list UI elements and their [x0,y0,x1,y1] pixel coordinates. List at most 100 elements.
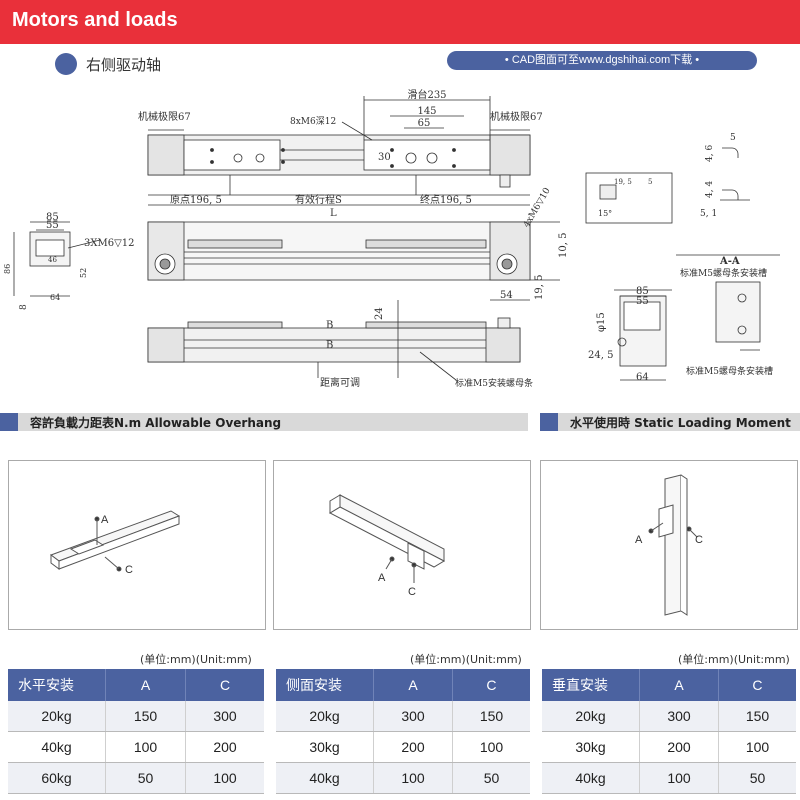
overhang-section-bar: 容許負載力距表N.m Allowable Overhang [0,413,528,431]
table-cell: 150 [452,701,530,732]
label-c-3: C [695,534,703,546]
dim-5-a: 5 [730,133,736,143]
table-header: A [105,669,186,701]
bottom-view [147,300,521,381]
static-vertical-panel: A C [540,460,798,630]
table-header: 水平安装 [8,669,106,701]
table-cell: 100 [185,762,264,794]
dim-19-5-detail: 19, 5 [614,178,632,186]
table-header: C [452,669,530,701]
section-b-bottom: B [326,340,333,351]
table-cell: 100 [718,731,796,763]
table-row: 60kg 50 100 [8,762,264,794]
dim-24: 24 [374,307,385,320]
dim-4-4: 4, 4 [705,181,715,198]
dim-52: 52 [79,268,88,278]
table-cell: 40kg [276,762,374,794]
length-label: L [330,208,337,219]
origin-label: 原点196, 5 [170,194,222,206]
dim-46: 46 [48,256,57,264]
dim-65: 65 [418,118,431,129]
overhang-section-title: 容許負載力距表N.m Allowable Overhang [30,416,282,430]
table-cell: 50 [452,762,530,794]
overhang-side-panel: A C [273,460,531,630]
side-mount-table: 侧面安装 A C 20kg 300 150 30kg 200 100 40kg … [276,669,530,794]
dim-55-left: 55 [46,220,59,231]
adjustable-distance: 距离可调 [320,376,360,389]
table-row: 20kg 300 150 [542,701,796,732]
table-row: 40kg 100 50 [276,762,530,794]
table-cell: 300 [185,701,264,732]
table-cell: 40kg [542,762,640,794]
table-row: 20kg 300 150 [276,701,530,732]
table-row: 40kg 100 200 [8,731,264,763]
page-title: Motors and loads [12,9,178,31]
table-cell: 20kg [276,701,374,732]
stroke-label: 有效行程S [295,193,342,206]
mech-limit-left: 机械极限67 [138,110,191,123]
label-c-1: C [125,564,133,576]
dim-phi15: φ15 [596,312,607,332]
section-marker-icon [0,413,18,431]
table-header: A [373,669,453,701]
unit-label-3: (单位:mm)(Unit:mm) [678,653,790,666]
front-view [147,221,560,301]
table-header: 侧面安装 [276,669,374,701]
label-a-1: A [101,514,109,526]
table-cell: 150 [718,701,796,732]
dim-54: 54 [500,290,513,301]
dim-85-right: 85 [636,286,649,297]
subheader-label: 右侧驱动轴 [86,56,162,74]
table-header: 垂直安装 [542,669,640,701]
label-c-2: C [408,586,416,598]
dim-24-5: 24, 5 [588,350,613,361]
mech-limit-right: 机械极限67 [490,110,543,123]
dim-4-6: 4, 6 [705,145,715,162]
nut-strip-bottom: 标准M5安装螺母条 [455,377,533,389]
vertical-mount-table: 垂直安装 A C 20kg 300 150 30kg 200 100 40kg … [542,669,796,794]
dim-5-b: 5 [648,178,652,186]
cad-download-note[interactable]: • CAD图面可至www.dgshihai.com下载 • [447,51,757,70]
nut-slot-top: 标准M5螺母条安装槽 [680,267,767,279]
static-section-bar: 水平使用時 Static Loading Moment [540,413,800,431]
label-a-2: A [378,572,386,584]
left-end-view [13,221,101,297]
dim-64-left: 64 [50,293,60,302]
bullet-icon [55,53,77,75]
dim-5-1: 5, 1 [700,209,717,219]
holes-note: 8xM6深12 [290,116,336,127]
dim-55-right: 55 [636,296,649,307]
table-cell: 60kg [8,762,106,794]
end-label: 终点196, 5 [420,193,472,206]
table-row: 30kg 200 100 [542,731,796,763]
dim-30: 30 [378,152,391,163]
right-holes-note: 4xM6▽10 [522,186,553,229]
table-cell: 100 [105,731,186,763]
table-cell: 150 [105,701,186,732]
table-cell: 100 [639,762,719,794]
dim-10-5: 10, 5 [558,233,569,258]
overhang-horizontal-panel: A C [8,460,266,630]
unit-label-2: (单位:mm)(Unit:mm) [410,653,522,666]
horizontal-mount-table: 水平安装 A C 20kg 150 300 40kg 100 200 60kg … [8,669,264,794]
dim-19-5: 19, 5 [534,275,545,300]
section-a-a: A-A [719,256,740,267]
table-header: C [718,669,796,701]
vertical-mount-diagram: A C [635,474,703,616]
table-cell: 20kg [8,701,106,732]
section-b-top: B [326,320,333,331]
unit-label-1: (单位:mm)(Unit:mm) [140,653,252,666]
dim-85-left: 85 [46,212,59,223]
table-cell: 50 [105,762,186,794]
nut-slot-bottom: 标准M5螺母条安装槽 [686,365,773,377]
label-a-3: A [635,534,643,546]
horizontal-mount-diagram: A C [49,510,181,576]
table-cell: 100 [452,731,530,763]
angle-15: 15° [598,209,612,218]
table-cell: 100 [373,762,453,794]
table-cell: 200 [185,731,264,763]
table-cell: 30kg [276,731,374,763]
dim-8: 8 [19,304,29,310]
table-header: A [639,669,719,701]
left-holes-note: 3XM6▽12 [84,238,135,249]
